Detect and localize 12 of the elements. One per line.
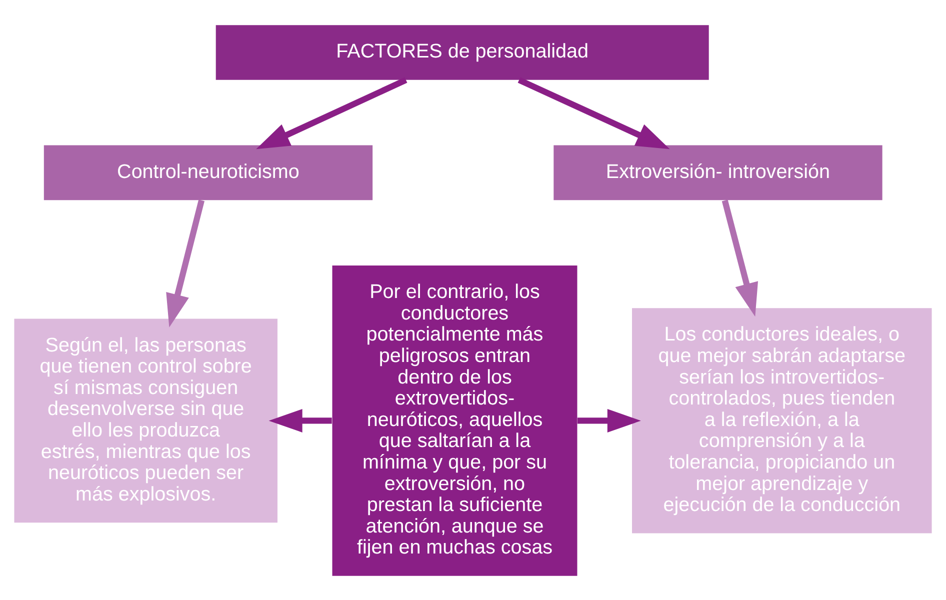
- node-box: FACTORES de personalidad: [216, 24, 709, 80]
- node-box: Los conductores ideales, o que mejor sabrán adaptarse serían los introvertidos-controlados, pues tienden a la reflexión, a la comprensión y a la tolerancia, propiciando un mejor aprendizaje y ejecución de la conducción: [632, 308, 932, 533]
- node-box: Extroversión- introversión: [554, 144, 882, 200]
- node-box: Control-neuroticismo: [44, 144, 373, 200]
- arrow: [577, 408, 641, 432]
- node-box: Según el, las personas que tienen control sobre sí mismas consiguen desenvolverse sin que ello les produzca estrés, mientras que los neuróticos pueden ser más explosivos.: [14, 318, 278, 522]
- arrow: [268, 408, 332, 432]
- arrow: [722, 199, 758, 316]
- arrow: [256, 76, 408, 149]
- node-box: Por el contrario, los conductores potencialmente más peligrosos entran dentro de los extrovertidos-neuróticos, aquellos que saltarían a la mínima y que, por su extroversión, no prestan la suficiente atención, aunque se fijen en muchas cosas: [332, 265, 578, 576]
- arrow: [166, 199, 204, 327]
- arrow: [518, 76, 670, 149]
